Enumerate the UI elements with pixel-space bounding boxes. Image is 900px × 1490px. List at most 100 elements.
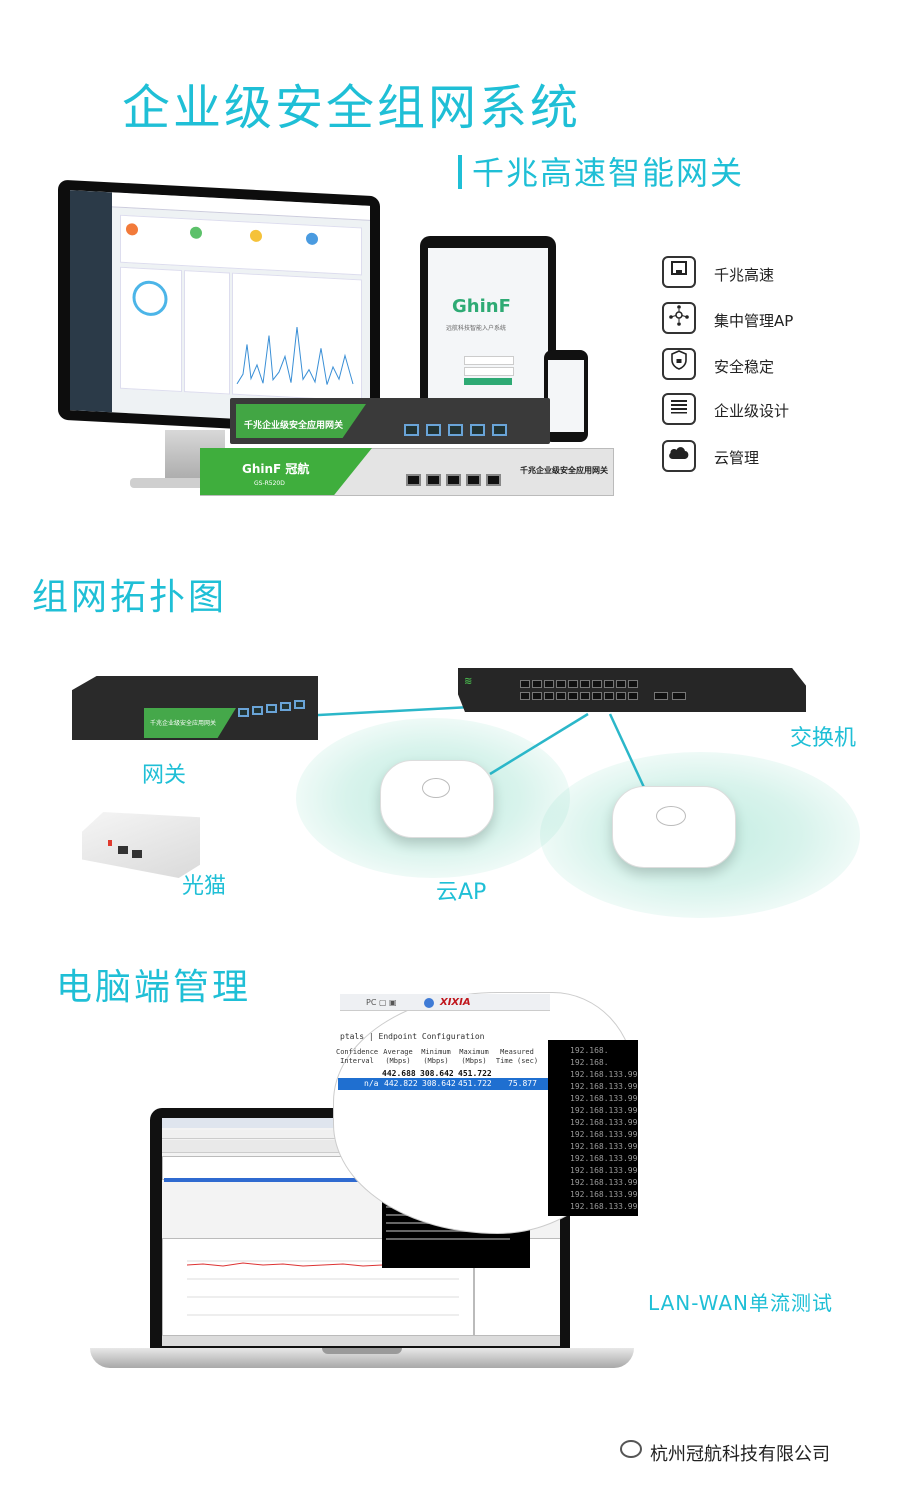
ap-logo-ring <box>422 778 450 798</box>
switch-port <box>592 692 602 700</box>
cable-switch-ap1 <box>489 712 589 776</box>
main-title: 企业级安全组网系统 <box>122 80 582 136</box>
switch-port <box>568 680 578 688</box>
wechat-icon <box>620 1440 642 1458</box>
console-ip-line: 192.168.133.99 <box>570 1202 638 1211</box>
ethernet-port <box>470 424 485 436</box>
monitor-base <box>130 478 260 488</box>
switch-port <box>520 692 530 700</box>
ethernet-port-icon <box>662 256 696 288</box>
switch-logo-icon: ≋ <box>464 676 473 687</box>
console-ip-line: 192.168.133.99 <box>570 1130 638 1139</box>
modem-port <box>132 850 142 858</box>
switch-port <box>604 692 614 700</box>
modem-led <box>108 840 112 846</box>
switch-port <box>580 680 590 688</box>
laptop-notch <box>322 1348 402 1354</box>
bubble-console <box>548 1040 638 1216</box>
col-confidence: Confidence Interval <box>336 1048 379 1065</box>
bubble-toolbar <box>340 994 550 1011</box>
col-measured-time: Measured Time (sec) <box>495 1048 539 1065</box>
cloud-ap-device <box>612 786 736 868</box>
bubble-toolbar-icons: PC ▢ ▣ <box>366 998 397 1007</box>
gateway-panel-text: 千兆企业级安全应用网关 <box>150 720 217 727</box>
feature-label: 安全稳定 <box>714 358 775 376</box>
laptop-base <box>90 1348 634 1368</box>
lan-wan-test-label: LAN-WAN单流测试 <box>648 1291 833 1315</box>
ghinf-logo: GhinF <box>452 296 511 317</box>
switch-label: 交换机 <box>790 726 857 751</box>
console-ip-line: 192.168. <box>570 1058 609 1067</box>
network-nodes-icon <box>662 302 696 334</box>
ethernet-port <box>426 424 441 436</box>
cable-switch-ap2 <box>608 713 650 797</box>
summary-average: 442.688 <box>382 1069 416 1078</box>
tablet-username-input <box>464 356 514 365</box>
feature-label: 集中管理AP <box>714 312 794 330</box>
server-rack-icon <box>662 393 696 425</box>
switch-port <box>556 680 566 688</box>
company-name: 杭州冠航科技有限公司 <box>650 1444 830 1465</box>
summary-minimum: 308.642 <box>420 1069 454 1078</box>
switch-port <box>568 692 578 700</box>
console-ip-line: 192.168.133.99 <box>570 1178 638 1187</box>
ethernet-port <box>252 706 263 715</box>
tablet-login-button <box>464 378 512 385</box>
col-minimum: Minimum (Mbps) <box>421 1048 451 1065</box>
ethernet-port <box>448 424 463 436</box>
selected-result-row <box>338 1078 548 1090</box>
switch-port <box>532 680 542 688</box>
console-ip-line: 192.168.133.99 <box>570 1094 638 1103</box>
cmd-output-line <box>386 1230 504 1232</box>
sfp-port <box>654 692 668 700</box>
router2-label: 千兆企业级安全应用网关 <box>520 466 608 475</box>
console-ip-line: 192.168. <box>570 1046 609 1055</box>
ethernet-port <box>294 700 305 709</box>
monitor-screen <box>70 190 370 426</box>
ethernet-port <box>492 424 507 436</box>
network-switch <box>458 668 806 712</box>
switch-port <box>616 680 626 688</box>
switch-port <box>556 692 566 700</box>
row-measured-time: 75.877 <box>508 1079 537 1088</box>
switch-port <box>628 692 638 700</box>
switch-port <box>520 680 530 688</box>
ethernet-port <box>404 424 419 436</box>
row-maximum: 451.722 <box>458 1079 492 1088</box>
tablet-caption: 远航科技智能入户系统 <box>446 325 507 332</box>
cloud-icon <box>662 440 696 472</box>
bubble-tab-strip: ptals | Endpoint Configuration <box>340 1032 485 1041</box>
ethernet-port <box>406 474 421 486</box>
router2-model: GS-R520D <box>254 480 285 487</box>
ethernet-port <box>466 474 481 486</box>
console-ip-line: 192.168.133.99 <box>570 1082 638 1091</box>
console-ip-line: 192.168.133.99 <box>570 1106 638 1115</box>
switch-port <box>628 680 638 688</box>
console-ip-line: 192.168.133.99 <box>570 1166 638 1175</box>
switch-port <box>604 680 614 688</box>
row-minimum: 308.642 <box>422 1079 456 1088</box>
ethernet-port <box>486 474 501 486</box>
tablet-password-input <box>464 367 514 376</box>
row-average: 442.822 <box>384 1079 418 1088</box>
subtitle-bar <box>458 155 462 189</box>
cmd-output-line <box>386 1238 510 1240</box>
ethernet-port <box>280 702 291 711</box>
dashboard-chart-card <box>232 272 362 402</box>
summary-maximum: 451.722 <box>458 1069 492 1078</box>
feature-label: 企业级设计 <box>714 402 790 420</box>
console-ip-line: 192.168.133.99 <box>570 1142 638 1151</box>
switch-port <box>532 692 542 700</box>
row-confidence: n/a <box>364 1079 379 1088</box>
ethernet-port <box>238 708 249 717</box>
topology-title: 组网拓扑图 <box>32 577 228 618</box>
router1-label: 千兆企业级安全应用网关 <box>244 421 344 431</box>
app-statusbar <box>162 1336 560 1346</box>
dashboard-gauge <box>132 280 168 316</box>
feature-label: 千兆高速 <box>714 266 775 284</box>
switch-port <box>616 692 626 700</box>
ixia-logo: XIXIA <box>440 997 471 1008</box>
ethernet-port <box>266 704 277 713</box>
router-green-panel <box>236 404 366 438</box>
cloud-ap-label: 云AP <box>436 880 487 905</box>
